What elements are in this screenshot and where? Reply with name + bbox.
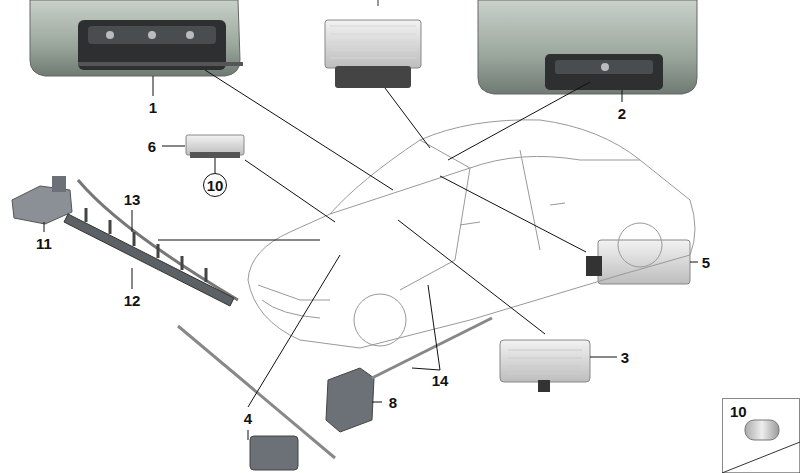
callout-number: 4 (244, 411, 252, 426)
callout-number: 5 (702, 255, 710, 270)
callout-number: 11 (36, 236, 52, 251)
callout-number: 10 (207, 178, 224, 193)
callout-circle: 10 (203, 173, 228, 198)
callout-number: 6 (148, 139, 156, 154)
callout-number: 12 (124, 293, 141, 308)
callout-number: 8 (389, 395, 397, 410)
callout-number: 2 (618, 106, 626, 121)
callout-number: 3 (621, 350, 629, 365)
callout-number: 10 (730, 403, 747, 420)
callout-number: 13 (124, 192, 141, 207)
callout-number: 1 (149, 100, 157, 115)
part-box: 10 (722, 398, 800, 473)
callout-number: 14 (432, 373, 449, 388)
